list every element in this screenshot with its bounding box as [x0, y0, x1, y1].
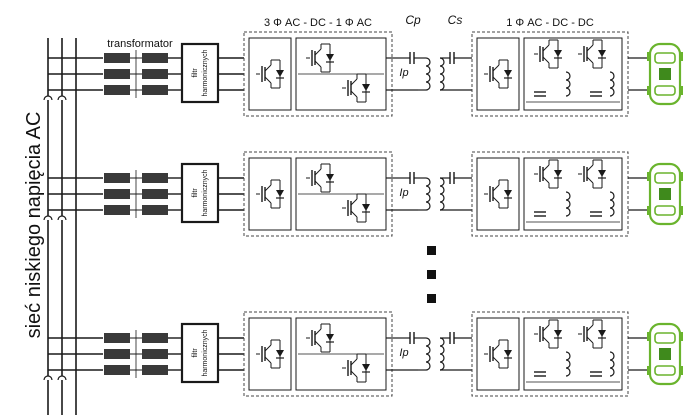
converter-ac-dc-ac [243, 151, 418, 237]
inductor-coil-icon [425, 337, 431, 371]
resonant-link: Ip [398, 52, 472, 91]
diode-icon [362, 84, 370, 91]
capacitor-icon [449, 332, 455, 344]
capacitor-icon [534, 91, 546, 97]
diode-icon [326, 334, 334, 341]
capacitor-icon [409, 52, 415, 64]
electric-vehicle-icon [647, 42, 683, 106]
inductor-coil-icon [439, 177, 445, 211]
converter-ac-dc-dc [471, 311, 629, 397]
resonant-link: Ip [398, 172, 472, 211]
diode-icon [504, 350, 512, 357]
diode-icon [276, 70, 284, 77]
inductor-coil-icon [425, 57, 431, 91]
diode-icon [326, 174, 334, 181]
capacitor-icon [590, 91, 602, 97]
cap-primary-label: Cp [405, 13, 421, 27]
capacitor-icon [449, 52, 455, 64]
inductor-coil-icon [565, 351, 571, 377]
diode-icon [362, 204, 370, 211]
current-primary-label: Ip [399, 67, 408, 79]
electric-vehicle-icon [647, 322, 683, 386]
transformer-bank [104, 50, 182, 98]
filter-label-line1: filtr [192, 68, 199, 78]
filter-label-line2: harmonicznych [202, 49, 209, 96]
igbt-switch-icon [342, 73, 370, 103]
grid-vertical-label: sieć niskiego napięcia AC [23, 112, 45, 339]
diode-icon [554, 170, 562, 177]
diode-icon [598, 170, 606, 177]
filter-label-line1: filtr [192, 188, 199, 198]
inductor-coil-icon [609, 71, 615, 97]
igbt-switch-icon [534, 319, 562, 349]
capacitor-icon [590, 211, 602, 217]
diode-icon [598, 50, 606, 57]
diode-icon [276, 350, 284, 357]
diode-icon [598, 330, 606, 337]
stage-ac-dc-ac-label: 3 Φ AC - DC - 1 Φ AC [264, 17, 372, 29]
inductor-coil-icon [439, 337, 445, 371]
stage-ac-dc-dc-label: 1 Φ AC - DC - DC [506, 17, 594, 29]
ac-bus-bars [47, 38, 77, 415]
diode-icon [326, 54, 334, 61]
current-primary-label: Ip [399, 187, 408, 199]
diode-icon [554, 50, 562, 57]
transformer-bank [104, 170, 182, 218]
igbt-switch-icon [534, 159, 562, 189]
inductor-coil-icon [565, 191, 571, 217]
igbt-switch-icon [256, 179, 284, 209]
capacitor-icon [534, 211, 546, 217]
diode-icon [504, 70, 512, 77]
igbt-switch-icon [578, 39, 606, 69]
more-rows-ellipsis [427, 246, 436, 303]
diode-icon [362, 364, 370, 371]
igbt-switch-icon [256, 339, 284, 369]
igbt-switch-icon [484, 59, 512, 89]
filter-label-line2: harmonicznych [202, 169, 209, 216]
igbt-switch-icon [534, 39, 562, 69]
filter-label-line1: filtr [192, 348, 199, 358]
igbt-switch-icon [306, 323, 334, 353]
igbt-switch-icon [256, 59, 284, 89]
igbt-switch-icon [484, 339, 512, 369]
current-primary-label: Ip [399, 347, 408, 359]
capacitor-icon [409, 172, 415, 184]
converter-ac-dc-ac [243, 311, 418, 397]
igbt-switch-icon [578, 319, 606, 349]
igbt-switch-icon [306, 43, 334, 73]
capacitor-icon [409, 332, 415, 344]
resonant-link: Ip [398, 332, 472, 371]
inductor-coil-icon [425, 177, 431, 211]
igbt-switch-icon [484, 179, 512, 209]
igbt-switch-icon [342, 193, 370, 223]
igbt-switch-icon [578, 159, 606, 189]
capacitor-icon [449, 172, 455, 184]
inductor-coil-icon [609, 191, 615, 217]
inductor-coil-icon [439, 57, 445, 91]
diode-icon [504, 190, 512, 197]
converter-ac-dc-ac [243, 31, 418, 117]
transformer-label: transformator [107, 38, 173, 50]
filter-label-line2: harmonicznych [202, 329, 209, 376]
converter-ac-dc-dc [471, 31, 629, 117]
diode-icon [554, 330, 562, 337]
converter-ac-dc-dc [471, 151, 629, 237]
electric-vehicle-icon [647, 162, 683, 226]
inductor-coil-icon [609, 351, 615, 377]
diode-icon [276, 190, 284, 197]
igbt-switch-icon [342, 353, 370, 383]
cap-secondary-label: Cs [448, 13, 463, 27]
capacitor-icon [590, 371, 602, 377]
capacitor-icon [534, 371, 546, 377]
transformer-bank [104, 330, 182, 378]
igbt-switch-icon [306, 163, 334, 193]
inductor-coil-icon [565, 71, 571, 97]
